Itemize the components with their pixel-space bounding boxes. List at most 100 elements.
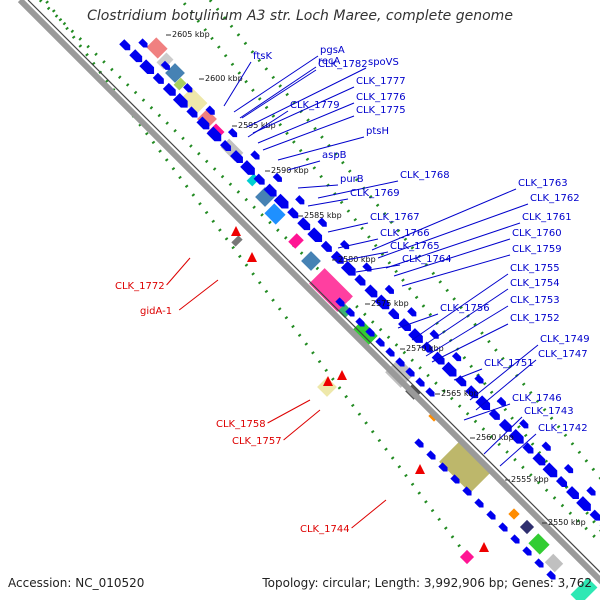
feature-block [301,251,321,271]
gene-label-forward[interactable]: CLK_1762 [530,193,580,204]
cds-arrow [119,39,131,51]
reverse-feature [247,252,257,262]
gene-label-forward[interactable]: CLK_1759 [512,244,562,255]
reverse-feature [415,464,425,474]
gene-label-forward[interactable]: CLK_1765 [390,241,440,252]
gene-label-forward[interactable]: CLK_1753 [510,295,560,306]
cds-arrow [374,294,390,310]
cds-arrow [542,462,558,478]
gene-label-forward[interactable]: CLK_1754 [510,278,560,289]
gene-label-forward[interactable]: CLK_1766 [380,228,430,239]
gene-label-forward[interactable]: CLK_1764 [402,254,452,265]
cds-arrow [240,160,255,175]
feature-block [544,553,564,573]
gene-label-forward[interactable]: spoVS [368,57,399,68]
gene-label-forward[interactable]: CLK_1755 [510,263,560,274]
gene-label-forward[interactable]: aspB [322,150,347,161]
gene-label-forward[interactable]: CLK_1769 [350,188,400,199]
feature-block [528,533,550,555]
gene-label-forward[interactable]: CLK_1775 [356,105,406,116]
gene-label-forward[interactable]: ptsH [366,126,389,137]
cds-arrow [474,374,484,384]
gene-label-forward[interactable]: CLK_1751 [484,358,534,369]
label-leader-line [385,222,521,269]
gene-label-forward[interactable]: CLK_1743 [524,406,574,417]
gene-label-forward[interactable]: pgsA [320,45,345,56]
kbp-tick-label: 2555 kbp [511,475,549,484]
cds-arrow [220,140,232,152]
backbone-inner [27,0,600,573]
cds-arrow [398,318,411,331]
reverse-feature [323,376,333,386]
cds-arrow [563,463,574,474]
cds-arrow [522,546,532,556]
gene-label-reverse[interactable]: CLK_1772 [115,281,165,292]
cds-arrow [462,486,472,496]
cds-arrow [196,116,210,130]
cds-arrow [488,408,500,420]
gene-label-forward[interactable]: CLK_1779 [290,100,340,111]
gene-label-forward[interactable]: CLK_1777 [356,76,406,87]
cds-arrow [354,274,366,286]
gene-label-forward[interactable]: CLK_1756 [440,303,490,314]
kbp-tick-label: 2560 kbp [476,433,514,442]
label-leader-line [337,238,379,249]
cds-arrow [425,387,435,397]
kbp-tick-label: 2605 kbp [172,30,210,39]
gene-label-forward[interactable]: CLK_1767 [370,212,420,223]
cds-arrow [172,92,188,108]
reverse-feature [337,370,347,380]
feature-block [264,203,286,225]
label-leader-line [287,160,321,171]
cds-arrow [465,385,479,399]
feature-block [570,577,598,600]
cds-arrow [152,72,164,84]
dotted-guide-line [38,0,600,545]
gene-label-forward[interactable]: CLK_1752 [510,313,560,324]
cds-arrow [508,428,524,444]
cds-arrow [186,106,198,118]
cds-arrow [510,534,520,544]
cds-arrow [345,307,355,317]
cds-arrow [320,240,332,252]
label-leader-line [277,136,365,161]
label-leader-line [307,198,349,207]
gene-label-reverse[interactable]: CLK_1744 [300,524,350,535]
label-leader-line [351,499,387,529]
cds-arrow [421,341,433,353]
gene-label-reverse[interactable]: CLK_1757 [232,436,282,447]
map-title: Clostridium botulinum A3 str. Loch Maree… [87,8,513,24]
gene-label-forward[interactable]: CLK_1742 [538,423,588,434]
feature-block [508,508,520,520]
kbp-tick-label: 2550 kbp [548,518,586,527]
backbone-outer [17,0,600,585]
gene-label-forward[interactable]: CLK_1768 [400,170,450,181]
genome-summary-text: Topology: circular; Length: 3,992,906 bp… [262,576,592,590]
gene-label-reverse[interactable]: gidA-1 [140,306,172,317]
label-leader-line [425,305,509,357]
cds-arrow [586,486,596,496]
gene-label-forward[interactable]: CLK_1760 [512,228,562,239]
reverse-feature [479,542,489,552]
label-leader-line [453,368,483,381]
feature-block [439,439,493,493]
gene-label-forward[interactable]: CLK_1746 [512,393,562,404]
gene-label-forward[interactable]: purB [340,174,364,185]
label-leader-line [371,188,517,251]
cds-arrow [160,60,170,70]
gene-label-forward[interactable]: ftsK [253,51,272,62]
gene-label-reverse[interactable]: CLK_1758 [216,419,266,430]
cds-arrow [307,227,323,243]
gene-label-forward[interactable]: CLK_1763 [518,178,568,189]
gene-label-forward[interactable]: CLK_1776 [356,92,406,103]
gene-label-forward[interactable]: CLK_1761 [522,212,572,223]
gene-label-forward[interactable]: CLK_1747 [538,349,588,360]
gene-label-forward[interactable]: recA [318,56,341,67]
kbp-tick-label: 2575 kbp [371,299,409,308]
feature-block [173,77,187,91]
gene-label-forward[interactable]: CLK_1782 [318,59,368,70]
gene-label-forward[interactable]: CLK_1749 [540,334,590,345]
label-leader-line [419,288,509,349]
label-leader-line [469,344,539,401]
